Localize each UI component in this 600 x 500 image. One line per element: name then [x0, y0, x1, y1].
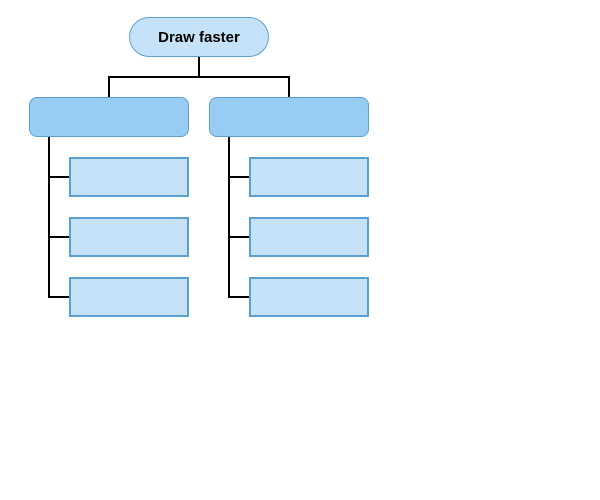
left-child-box-3[interactable] [69, 277, 189, 317]
right-child-box-2[interactable] [249, 217, 369, 257]
root-node-label: Draw faster [158, 28, 240, 46]
right-child-box-3[interactable] [249, 277, 369, 317]
right-child-box-1[interactable] [249, 157, 369, 197]
right-group-header[interactable] [209, 97, 369, 137]
left-child-box-2[interactable] [69, 217, 189, 257]
left-group-header[interactable] [29, 97, 189, 137]
left-child-box-1[interactable] [69, 157, 189, 197]
root-node[interactable]: Draw faster [129, 17, 269, 57]
